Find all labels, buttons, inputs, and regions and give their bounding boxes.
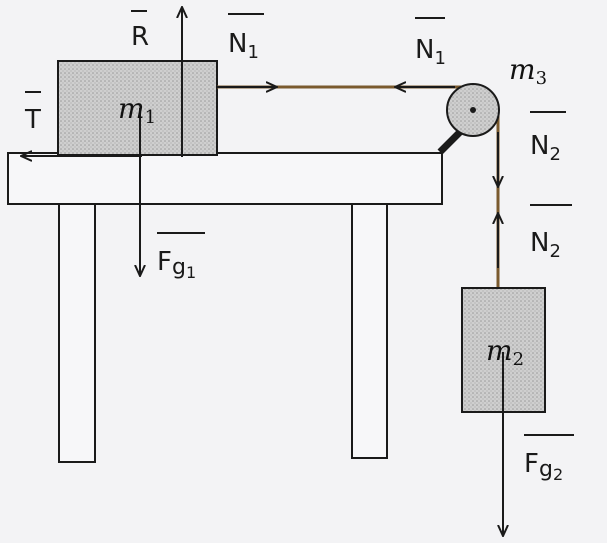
svg-text:N2: N2 (530, 228, 561, 262)
label-N1-pulley: N1 (415, 17, 446, 69)
label-m2: m2 (486, 334, 524, 370)
table-top (7, 152, 443, 205)
label-N2-block: N2 (530, 204, 572, 262)
pulley-m3 (437, 83, 500, 155)
svg-text:R: R (131, 22, 149, 52)
label-m1: m1 (118, 92, 156, 128)
label-m3: m3 (509, 53, 547, 89)
table-leg-left (58, 203, 96, 463)
svg-text:N2: N2 (530, 131, 561, 165)
label-Fg1: Fg1 (157, 232, 205, 282)
svg-text:T: T (24, 105, 41, 135)
svg-text:N1: N1 (415, 35, 446, 69)
table-leg-right (351, 203, 388, 459)
svg-text:Fg1: Fg1 (157, 247, 196, 282)
label-N2-pulley: N2 (530, 111, 566, 165)
block-m1 (57, 60, 218, 156)
label-T: T (24, 91, 41, 135)
label-R: R (131, 10, 149, 52)
label-Fg2: Fg2 (524, 434, 574, 484)
table (7, 152, 443, 463)
label-N1-block: N1 (228, 13, 264, 63)
svg-text:Fg2: Fg2 (524, 449, 563, 484)
svg-text:N1: N1 (228, 29, 259, 63)
